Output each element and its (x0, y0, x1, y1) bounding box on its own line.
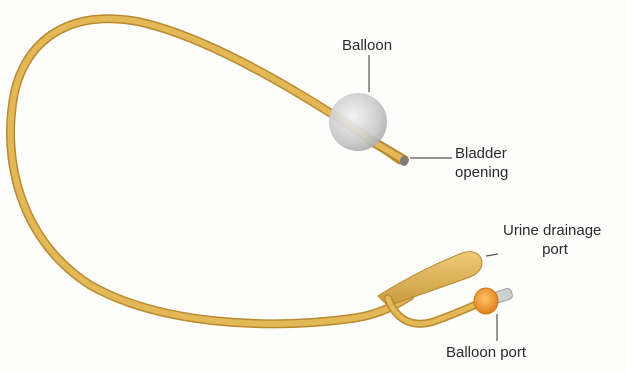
balloon-port (474, 288, 498, 314)
bladder-opening-label-line2: opening (455, 163, 508, 182)
catheter-tube-highlight (11, 19, 410, 324)
balloon (329, 93, 387, 151)
drainage-funnel (378, 252, 482, 306)
urine-drainage-port-label-line2: port (503, 240, 607, 259)
urine-drainage-leader-line (486, 254, 498, 256)
urine-drainage-port-label-line1: Urine drainage (503, 221, 601, 240)
balloon-port-label: Balloon port (446, 343, 526, 362)
catheter-tube (11, 19, 410, 324)
balloon-label: Balloon (342, 36, 392, 55)
bladder-opening-tip (400, 156, 408, 166)
bladder-opening-label-line1: Bladder (455, 144, 507, 163)
